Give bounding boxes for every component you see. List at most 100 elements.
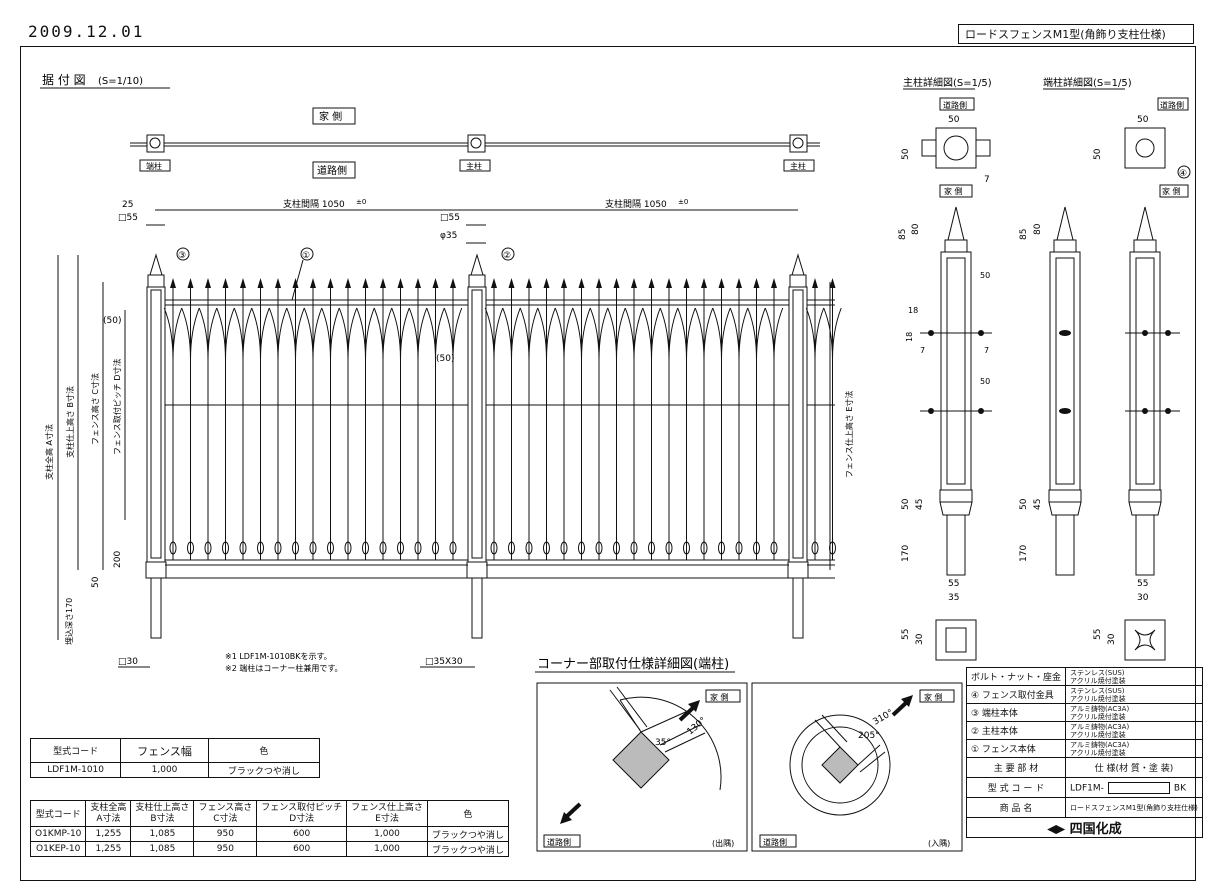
mp-dim-35: 35 [948, 593, 959, 603]
corner-right-angle1: 310° [872, 708, 896, 728]
part-finish: アクリル焼付塗装 [1070, 712, 1126, 721]
table-large-header: 支柱全高 A寸法 [85, 800, 132, 827]
mp-dim-80: 80 [911, 223, 921, 235]
model-code-suffix: BK [1173, 783, 1186, 793]
corner-panel-inside [751, 682, 963, 852]
part-finish: アクリル焼付塗装 [1070, 676, 1126, 685]
mp-dim-18b: 18 [905, 332, 914, 342]
ep-dim-30h: 30 [1107, 633, 1117, 645]
corner-left-road: 道路側 [547, 837, 571, 847]
callout-1: ① [302, 251, 310, 261]
pitch-dim-2: 支柱間隔 1050 [605, 198, 667, 210]
table-row: O1KEP-10 1,255 1,085 950 600 1,000 ブラックつ… [29, 841, 509, 857]
dim-d-label: フェンス取付ピッチ D寸法 [112, 358, 122, 455]
main-post-house-tag: 家 側 [944, 186, 963, 196]
main-post-title: 主柱詳細図(S=1/5) [903, 76, 992, 89]
note-1: ※1 LDF1M-1010BKを示す。 [225, 652, 332, 661]
ep-dim-85: 85 [1019, 229, 1029, 240]
install-view-scale: (S=1/10) [98, 76, 143, 87]
table-cell: LDF1M-1010 [29, 762, 122, 778]
part-name: ボルト・ナット・座金 [965, 667, 1067, 686]
corner-detail-title: コーナー部取付仕様詳細図(端柱) [537, 656, 729, 672]
parts-title-block: ボルト・ナット・座金 ステンレス(SUS)アクリル焼付塗装 ④ フェンス取付金具… [965, 667, 1203, 838]
part-finish: アクリル焼付塗装 [1070, 748, 1126, 757]
table-large-header: 色 [426, 800, 509, 827]
install-view-title: 据 付 図 [42, 73, 86, 87]
dim-a-label: 支柱全高 A寸法 [44, 424, 54, 480]
main-post-elevation [920, 206, 992, 661]
table-large-header: フェンス取付ピッチ D寸法 [256, 800, 348, 827]
plan-label-main-2: 主柱 [790, 161, 806, 171]
table-cell: ブラックつや消し [426, 826, 509, 842]
mp-dim-50h: 50 [901, 148, 911, 160]
mp-dim-170: 170 [901, 545, 911, 562]
table-cell: ブラックつや消し [207, 762, 321, 778]
part-name: ① フェンス本体 [965, 739, 1067, 758]
model-code-value: LDF1M- [1070, 783, 1104, 793]
corner-inside-drawing [789, 714, 891, 816]
dim-c-label: フェンス高さ C寸法 [90, 373, 100, 445]
table-cell: 1,085 [130, 826, 195, 842]
road-side-label: 道路側 [317, 164, 347, 177]
dim-50: 50 [91, 576, 101, 588]
table-small-header: 色 [207, 738, 321, 763]
model-code-label: 型 式 コ ー ド [965, 777, 1067, 798]
part-finish: アクリル焼付塗装 [1070, 694, 1126, 703]
house-side-label: 家 側 [319, 110, 342, 123]
ep-dim-80: 80 [1033, 223, 1043, 235]
dim-b-label: 支柱仕上高さ B寸法 [65, 386, 75, 458]
table-cell: 600 [256, 841, 348, 857]
company-name: 四国化成 [1069, 822, 1122, 837]
part-spec: ステンレス(SUS) [1070, 686, 1125, 695]
house-side-tag [312, 107, 356, 125]
mp-dim-85: 85 [898, 229, 908, 240]
mp-dim-45: 45 [915, 499, 925, 510]
corner-left-angle2: 35° [655, 738, 671, 748]
product-name-value: ロードスフェンスM1型(角飾り支柱仕様) [1065, 797, 1203, 818]
dim-sq35x30: □35X30 [425, 657, 463, 667]
corner-right-house: 家 側 [924, 692, 943, 702]
table-cell: O1KEP-10 [29, 841, 87, 857]
ep-dim-50w: 50 [1137, 115, 1149, 125]
ep-dim-170: 170 [1019, 545, 1029, 562]
part-name: ② 主柱本体 [965, 721, 1067, 740]
pitch-tol-2: ±0 [678, 198, 688, 206]
table-cell: 1,000 [120, 762, 209, 778]
part-name: ④ フェンス取付金具 [965, 685, 1067, 704]
table-cell: O1KMP-10 [29, 826, 87, 842]
table-large-header: フェンス高さ C寸法 [193, 800, 258, 827]
callout-3: ③ [178, 251, 186, 261]
mp-dim-7: 7 [984, 175, 990, 185]
ep-dim-55h: 55 [1093, 629, 1103, 640]
corner-panel-outside [536, 682, 748, 852]
part-finish: アクリル焼付塗装 [1070, 730, 1126, 739]
parts-header: 主 要 部 材 [965, 757, 1067, 778]
callout-2: ② [503, 251, 511, 261]
mp-dim-18a: 18 [908, 306, 918, 315]
corner-left-type: (出隅) [712, 838, 734, 848]
dim-200: 200 [113, 551, 123, 568]
corner-right-angle2: 205° [858, 731, 880, 741]
end-post-house-tag: 家 側 [1162, 186, 1181, 196]
callout-4: ④ [1179, 169, 1187, 179]
mp-dim-7a: 7 [920, 346, 925, 355]
dimensions-table: 型式コード 支柱全高 A寸法 支柱仕上高さ B寸法 フェンス高さ C寸法 フェン… [29, 800, 509, 857]
table-cell: 600 [256, 826, 348, 842]
mp-dim-50a: 50 [980, 271, 990, 280]
dim-phi35: φ35 [440, 231, 457, 241]
mp-dim-55w: 55 [948, 579, 959, 589]
ep-dim-45: 45 [1033, 499, 1043, 510]
table-cell: 950 [193, 826, 258, 842]
dim-25: 25 [122, 200, 133, 210]
dim-50-b: (50) [436, 354, 454, 364]
end-post-elevation-front [1124, 206, 1180, 661]
end-post-plan [1124, 127, 1166, 169]
table-cell: 1,255 [85, 841, 132, 857]
end-post-side-tag: 道路側 [1160, 100, 1184, 110]
dim-sq30: □30 [118, 657, 138, 667]
drawing-date: 2009.12.01 [28, 22, 145, 41]
ep-dim-50: 50 [1019, 498, 1029, 510]
corner-left-angle1: 130° [686, 716, 709, 738]
table-cell: 1,000 [346, 841, 428, 857]
fence-width-table: 型式コード フェンス幅 色 LDF1M-1010 1,000 ブラックつや消し [29, 738, 321, 778]
